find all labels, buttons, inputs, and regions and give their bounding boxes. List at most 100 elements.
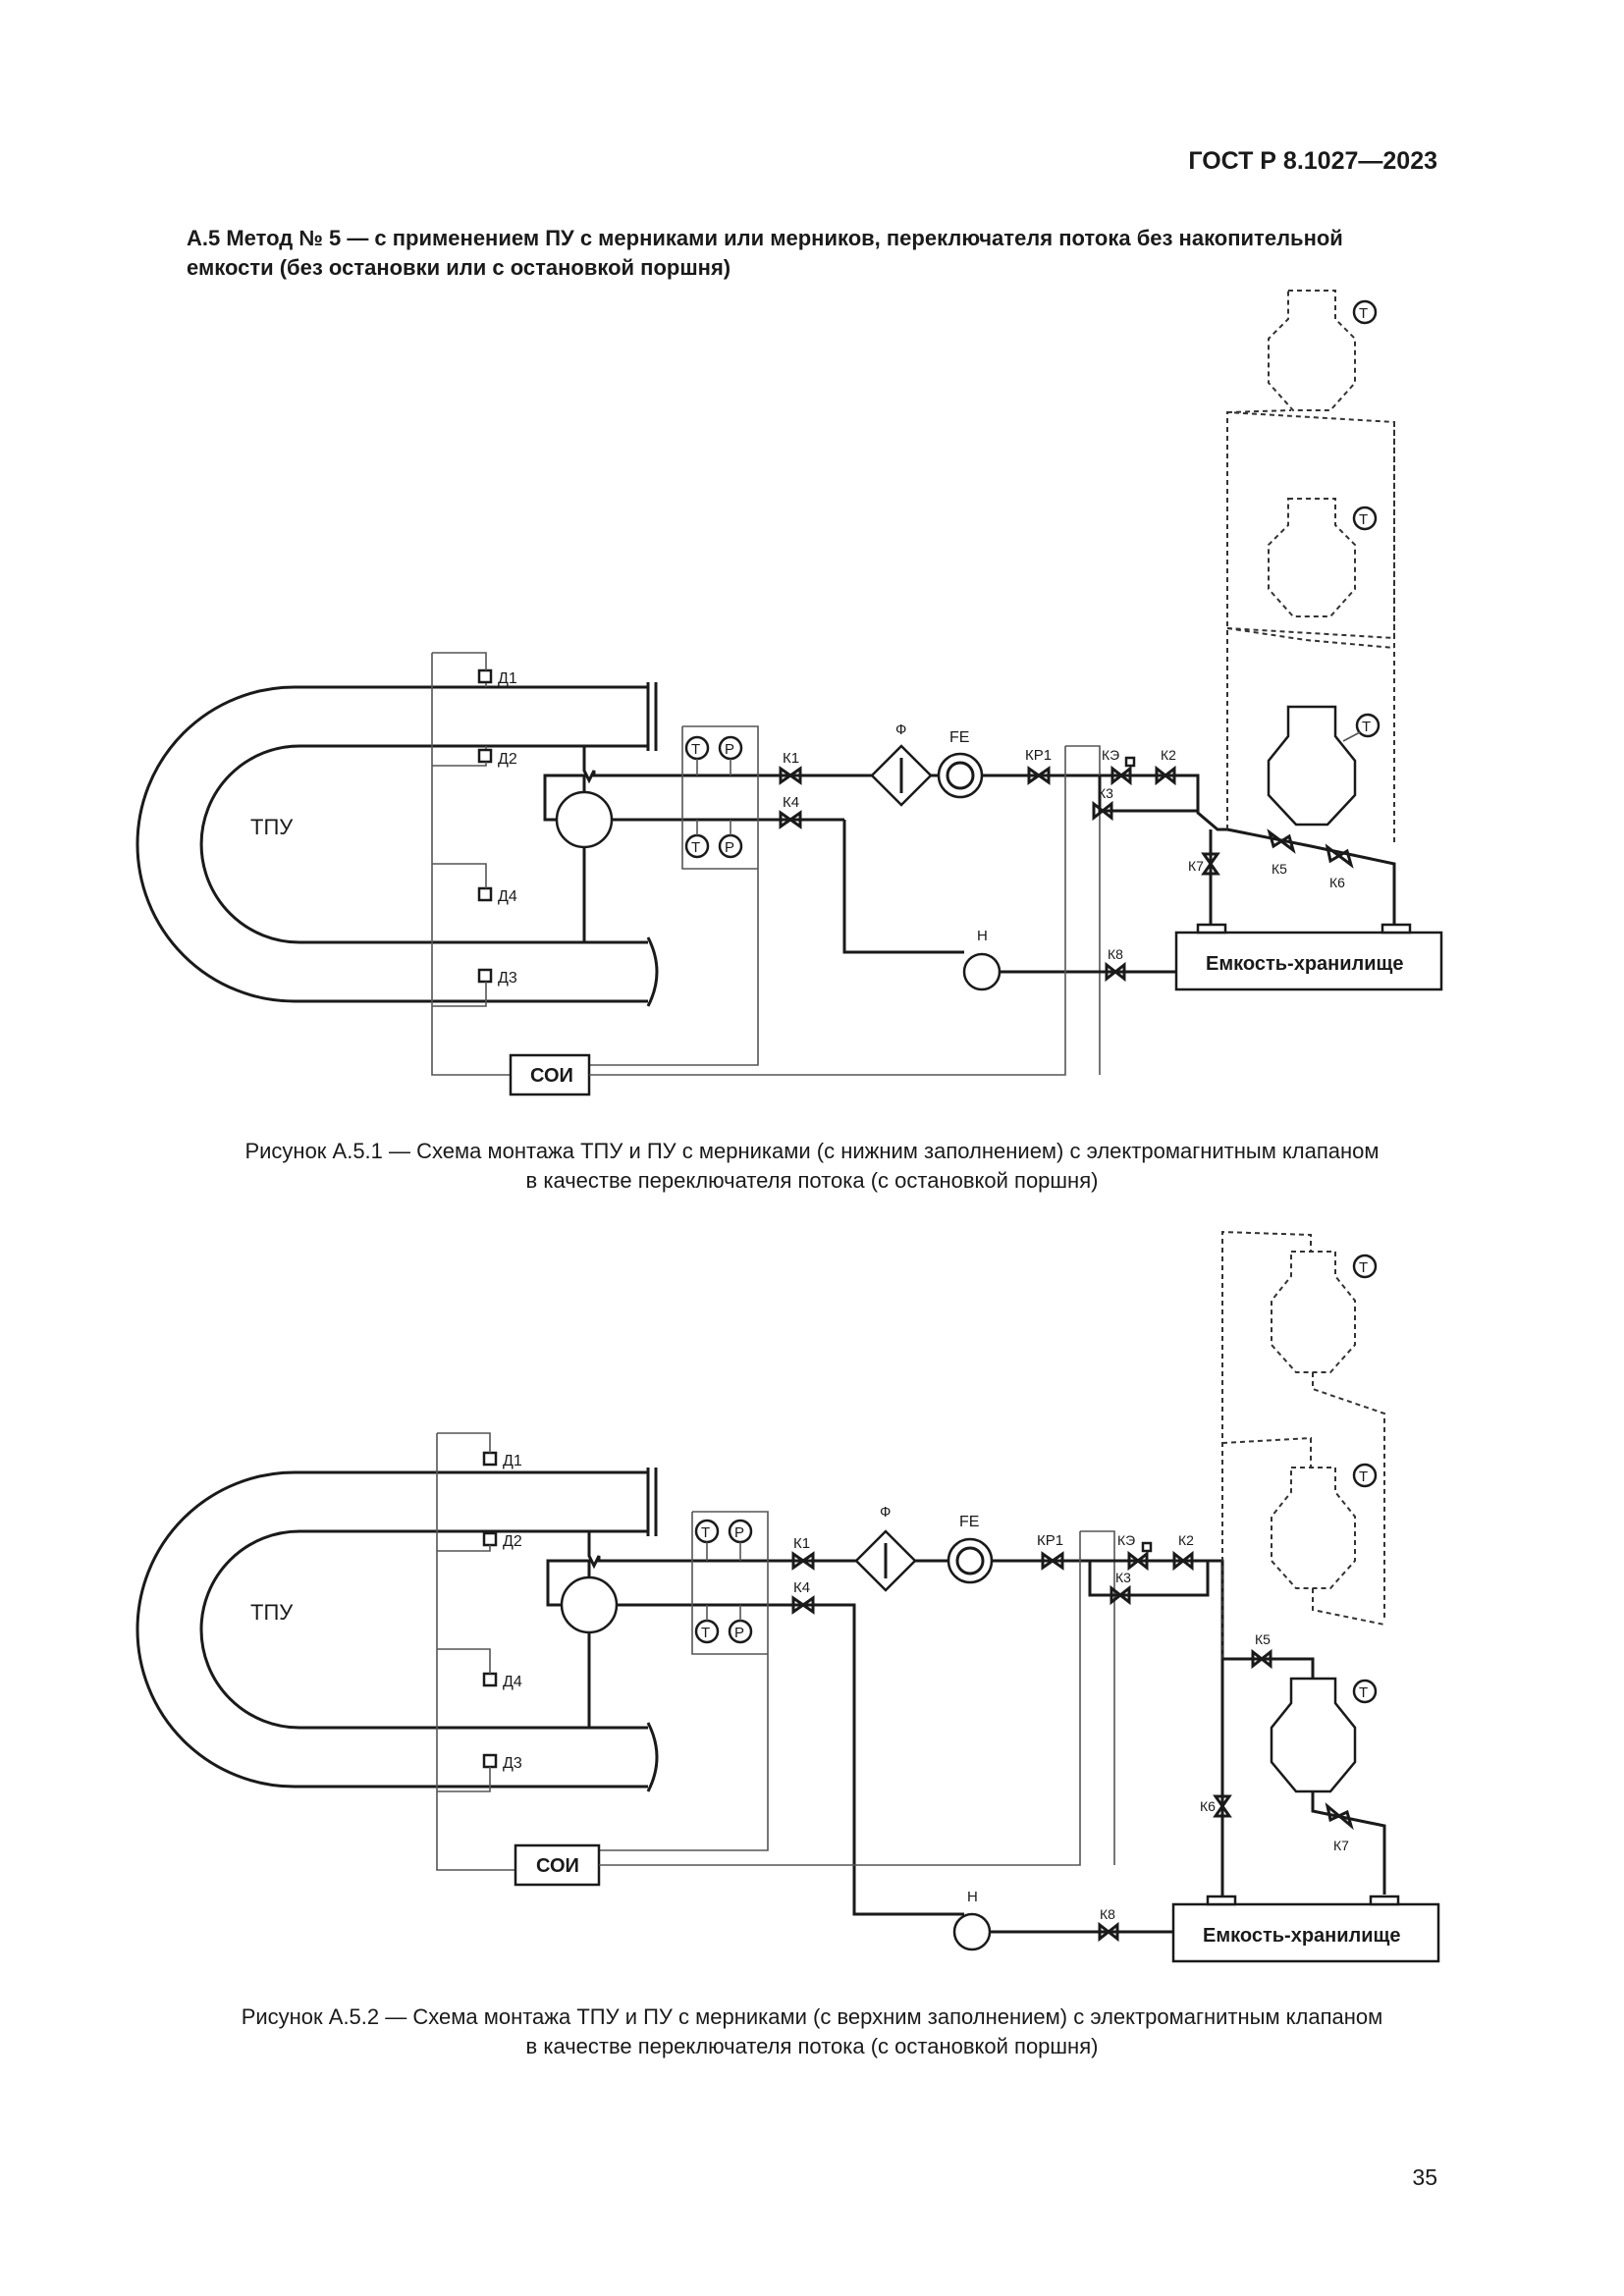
thermometer-gauge-lower: T — [684, 820, 710, 859]
detector-d4: Д4 — [477, 886, 517, 905]
measure-tank-top: T — [1271, 1251, 1378, 1373]
svg-text:К5: К5 — [1255, 1631, 1271, 1647]
soi-label: СОИ — [530, 1065, 573, 1087]
svg-text:Н: Н — [967, 1889, 978, 1905]
pressure-gauge-upper: P — [728, 1519, 753, 1561]
svg-text:КР1: КР1 — [1037, 1532, 1063, 1549]
four-way-valve — [560, 1575, 619, 1634]
thermometer-gauge-lower: T — [694, 1605, 720, 1644]
prover-label: ТПУ — [250, 1600, 294, 1625]
svg-text:T: T — [691, 741, 700, 758]
prover-u-tube — [135, 1470, 648, 1789]
measure-tank-bottom: T — [1270, 1677, 1378, 1793]
svg-text:T: T — [1359, 1259, 1368, 1276]
svg-text:КЭ: КЭ — [1102, 747, 1119, 763]
svg-text:Д2: Д2 — [498, 751, 517, 768]
valve-k8: К8 — [1098, 1906, 1119, 1943]
detector-d1: Д1 — [477, 668, 517, 687]
flowmeter-fe: FE — [947, 1514, 994, 1584]
svg-text:T: T — [1359, 511, 1368, 528]
svg-text:К8: К8 — [1108, 946, 1123, 962]
valve-k4: К4 — [791, 1579, 815, 1615]
svg-text:К2: К2 — [1178, 1532, 1194, 1548]
svg-text:T: T — [1362, 719, 1371, 735]
svg-text:К1: К1 — [783, 750, 799, 767]
valve-k1: К1 — [779, 750, 802, 785]
detector-d2: Д2 — [477, 746, 517, 768]
soi-label: СОИ — [536, 1855, 579, 1877]
thermometer-gauge-upper: T — [694, 1519, 720, 1561]
prover-u-tube-inner — [199, 744, 648, 944]
detector-d1: Д1 — [482, 1451, 522, 1469]
detector-d4: Д4 — [482, 1672, 522, 1690]
figure-a51-caption-line2: в качестве переключателя потока (с остан… — [525, 1168, 1099, 1193]
solenoid-valve-ke: КЭ — [1102, 747, 1136, 786]
storage-tank-label: Емкость-хранилище — [1206, 953, 1404, 975]
valve-k5: К5 — [1267, 828, 1296, 877]
svg-text:Д2: Д2 — [503, 1533, 522, 1550]
valve-k6: К6 — [1200, 1794, 1232, 1818]
svg-text:P: P — [734, 1625, 744, 1641]
valve-k7: К7 — [1325, 1802, 1354, 1853]
svg-text:К3: К3 — [1098, 785, 1113, 801]
svg-text:T: T — [701, 1524, 710, 1541]
valve-k6: К6 — [1325, 843, 1354, 890]
detector-d3: Д3 — [482, 1753, 522, 1772]
svg-text:Д1: Д1 — [503, 1453, 522, 1469]
valve-k4: К4 — [779, 794, 802, 829]
svg-text:Д3: Д3 — [503, 1755, 522, 1772]
soi-box — [514, 1843, 601, 1887]
control-valve-kr1: КР1 — [1037, 1532, 1064, 1571]
figure-a52-caption-line1: Рисунок А.5.2 — Схема монтажа ТПУ и ПУ с… — [241, 2004, 1383, 2029]
svg-text:P: P — [734, 1524, 744, 1541]
prover-u-tube-inner — [199, 1529, 648, 1730]
svg-text:Д3: Д3 — [498, 970, 517, 987]
filter: Ф — [870, 721, 933, 807]
document-code: ГОСТ Р 8.1027—2023 — [1188, 147, 1437, 175]
valve-k7: К7 — [1188, 829, 1220, 933]
svg-text:К8: К8 — [1100, 1906, 1115, 1922]
svg-text:К2: К2 — [1161, 747, 1176, 763]
figure-a52-caption-line2: в качестве переключателя потока (с остан… — [525, 2034, 1099, 2058]
valve-k8: К8 — [1105, 946, 1126, 983]
section-heading: А.5 Метод № 5 — с применением ПУ с мерни… — [187, 226, 1343, 280]
valve-k3: К3 — [1110, 1570, 1131, 1606]
prover-label: ТПУ — [250, 815, 294, 839]
prover-end-cap — [646, 1722, 659, 1792]
svg-text:К7: К7 — [1188, 858, 1204, 874]
valve-k1: К1 — [791, 1535, 815, 1571]
svg-text:T: T — [701, 1625, 710, 1641]
svg-text:К6: К6 — [1329, 875, 1345, 890]
svg-text:P: P — [725, 741, 734, 758]
measure-tank-bottom: T — [1267, 705, 1380, 827]
svg-text:КР1: КР1 — [1025, 747, 1052, 764]
four-way-valve — [555, 790, 614, 849]
detector-signal-line — [436, 1432, 515, 1871]
valve-k2: К2 — [1172, 1532, 1194, 1572]
figure-a52-diagram: ТПУ Д1 Д2 Д4 Д3 T P T P К1 К4 — [135, 1230, 1440, 1963]
measure-tank-middle: T — [1268, 498, 1378, 617]
storage-tank — [1171, 1902, 1440, 1963]
storage-tank-label: Емкость-хранилище — [1203, 1925, 1401, 1947]
detector-d3: Д3 — [477, 968, 517, 987]
figure-a52-caption: Рисунок А.5.2 — Схема монтажа ТПУ и ПУ с… — [0, 2002, 1624, 2061]
pressure-gauge-lower: P — [718, 820, 743, 859]
svg-text:К7: К7 — [1333, 1838, 1349, 1853]
svg-text:T: T — [1359, 1684, 1368, 1701]
pressure-gauge-lower: P — [728, 1605, 753, 1644]
prover-end-cap — [646, 936, 659, 1007]
svg-text:К1: К1 — [793, 1535, 810, 1552]
svg-text:Ф: Ф — [880, 1504, 891, 1521]
svg-text:T: T — [1359, 305, 1368, 322]
solenoid-valve-ke: КЭ — [1117, 1532, 1153, 1572]
figure-a51-diagram: ТПУ Д1 Д2 Д4 Д3 T P T P К1 — [135, 290, 1443, 1096]
pressure-gauge-upper: P — [718, 735, 743, 775]
figure-a51-caption: Рисунок А.5.1 — Схема монтажа ТПУ и ПУ с… — [0, 1137, 1624, 1196]
svg-text:К4: К4 — [793, 1579, 810, 1596]
page-number: 35 — [1412, 2164, 1437, 2190]
pump-h: Н — [962, 928, 1001, 991]
svg-text:К6: К6 — [1200, 1798, 1216, 1814]
svg-text:К5: К5 — [1272, 861, 1287, 877]
thermometer-gauge-upper: T — [684, 735, 710, 775]
measure-tank-top: T — [1268, 290, 1378, 411]
